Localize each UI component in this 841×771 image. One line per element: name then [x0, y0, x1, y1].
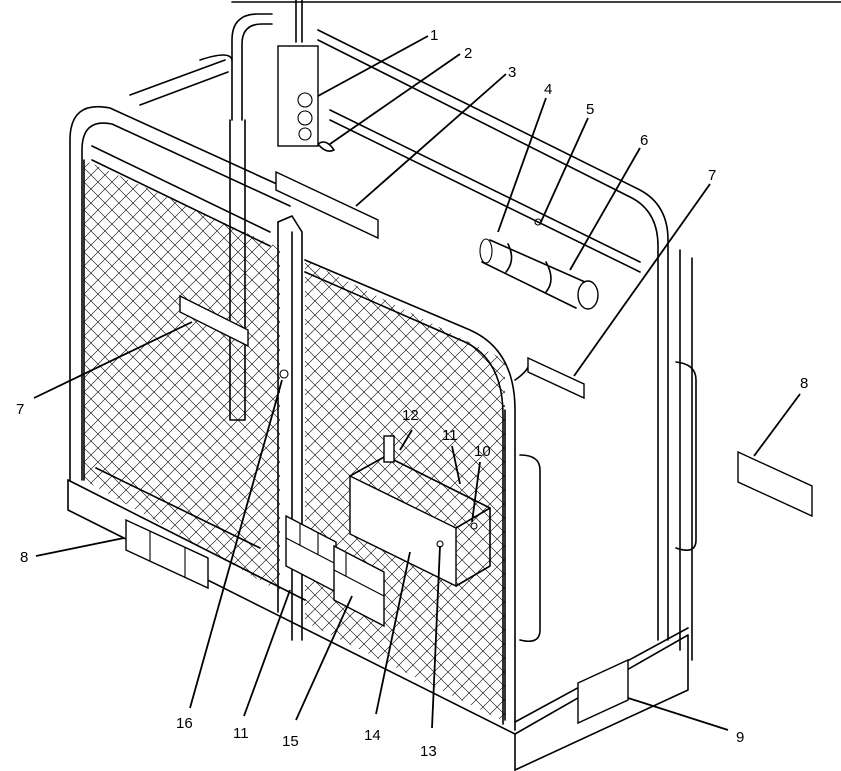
callout-2: 2 — [464, 45, 472, 62]
callout-5: 5 — [586, 101, 594, 118]
leader-16 — [189, 379, 283, 709]
leader-lines — [33, 35, 801, 731]
callout-9: 9 — [736, 729, 744, 746]
leader-7b — [573, 183, 711, 377]
leader-12 — [399, 429, 413, 451]
leader-6 — [569, 147, 641, 271]
leader-15 — [295, 595, 353, 721]
leader-2 — [329, 53, 461, 145]
callout-4: 4 — [544, 81, 552, 98]
leader-7a — [33, 321, 193, 399]
callout-6: 6 — [640, 132, 648, 149]
leader-11a — [243, 589, 291, 717]
leader-13 — [431, 545, 441, 729]
knob-part — [317, 141, 335, 152]
callout-13: 13 — [420, 743, 437, 760]
callout-11-top: 11 — [442, 427, 458, 444]
platform-base — [67, 467, 689, 771]
grab-handle — [519, 361, 697, 643]
callout-12: 12 — [402, 407, 419, 424]
leader-8b — [753, 393, 801, 457]
leader-14 — [375, 551, 411, 715]
leader-11b — [451, 445, 461, 485]
callout-14: 14 — [364, 727, 381, 744]
leader-5 — [539, 117, 589, 225]
control-box — [229, 0, 319, 421]
callout-3: 3 — [508, 64, 516, 81]
callout-labels: 1 2 3 4 5 6 7 7 8 8 9 10 11 11 12 13 14 … — [16, 27, 808, 760]
back-rail-frame — [129, 13, 693, 661]
decal-8-right — [737, 450, 813, 518]
callout-7-left: 7 — [16, 401, 24, 418]
callout-1: 1 — [430, 27, 438, 44]
leader-4 — [497, 97, 547, 233]
callout-10: 10 — [474, 443, 491, 460]
decal-7-left — [179, 294, 249, 348]
leader-3 — [355, 73, 507, 207]
decal-3 — [275, 170, 379, 240]
manual-tube — [479, 218, 599, 310]
leader-9 — [627, 697, 729, 731]
callout-8-left: 8 — [20, 549, 28, 566]
decal-7-right — [527, 356, 585, 400]
callout-11-bottom: 11 — [233, 725, 249, 742]
leader-1 — [317, 35, 429, 97]
center-post — [277, 215, 303, 641]
leader-10 — [471, 461, 481, 523]
leader-8a — [35, 537, 125, 557]
callout-8-right: 8 — [800, 375, 808, 392]
callout-16: 16 — [176, 715, 193, 732]
pin-16 — [279, 369, 289, 379]
callout-15: 15 — [282, 733, 299, 750]
callout-7-right: 7 — [708, 167, 716, 184]
